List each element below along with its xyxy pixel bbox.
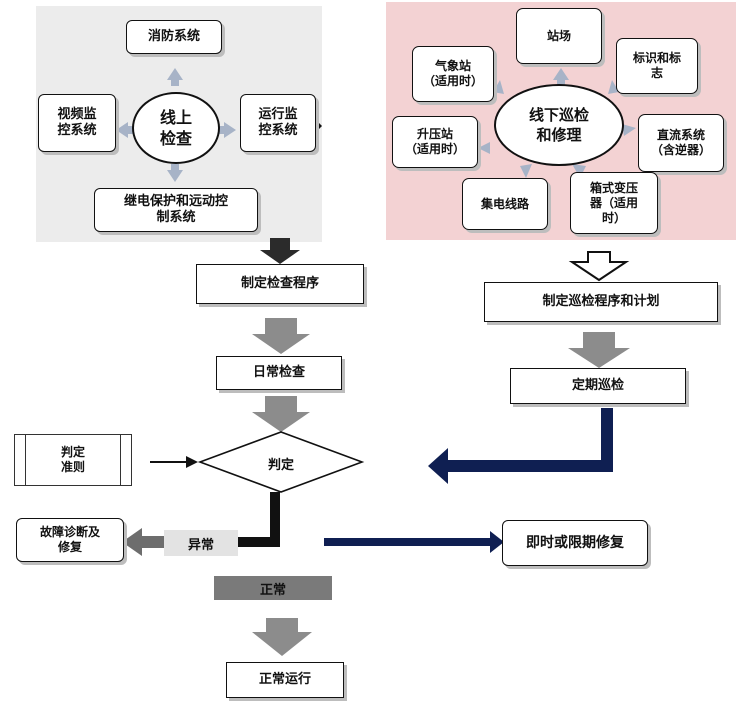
arrow-down-to-relay [167,164,183,182]
make-patrol-plan-box: 制定巡检程序和计划 [484,282,718,322]
arrow-normal-to-operation [252,618,312,656]
abnormal-label: 异常 [164,530,238,556]
boost-station-box: 升压站 （适用时） [392,116,478,168]
video-monitoring-box: 视频监 控系统 [38,94,116,152]
judge-diamond [197,431,365,493]
arrow-left-to-video [116,122,134,138]
arrow-to-boost [478,142,490,154]
ops-monitoring-box: 运行监 控系统 [240,94,316,152]
weather-station-box: 气象站 （适用时） [412,46,494,102]
arrow-to-site [553,68,569,86]
arrow-criteria-head [186,456,198,468]
panel-edge-arrow [316,120,322,132]
arrow-online-to-procedure [260,238,300,264]
box-transformer-box: 箱式变压 器（适用 时） [570,172,658,234]
arrow-up-to-fire [167,68,183,86]
arrow-periodic-to-judge [428,408,613,484]
site-box: 站场 [516,8,602,64]
fire-system-box: 消防系统 [126,20,222,54]
arrow-to-timely-repair [324,531,504,553]
periodic-patrol-box: 定期巡检 [510,368,686,404]
relay-protection-box: 继电保护和远动控 制系统 [94,188,258,232]
collector-line-box: 集电线路 [462,178,548,230]
make-check-procedure-box: 制定检查程序 [196,264,364,304]
criteria-box: 判定 准则 [14,434,132,486]
signs-box: 标识和标 志 [616,38,698,94]
arrow-to-fault-repair [122,528,164,556]
arrow-right-to-ops [218,122,236,138]
arrow-to-box-transformer [572,164,586,178]
online-inspection-circle: 线上 检查 [132,92,220,164]
fault-repair-box: 故障诊断及 修复 [16,518,124,562]
daily-check-box: 日常检查 [216,356,342,390]
timely-repair-box: 即时或限期修复 [502,520,648,566]
normal-operation-box: 正常运行 [226,662,344,698]
arrow-to-weather [493,80,504,94]
arrow-daily-to-judge [252,396,310,432]
arrow-to-collector [520,164,532,178]
dc-system-box: 直流系统 （含逆器） [638,114,724,172]
normal-label: 正常 [214,576,332,600]
arrow-offline-to-plan [568,251,630,282]
arrow-to-dc [622,124,636,136]
offline-inspection-circle: 线下巡检 和修理 [494,84,624,166]
arrow-procedure-to-daily [252,318,310,354]
judge-label: 判定 [267,458,294,473]
abnormal-connector [238,492,280,547]
arrow-plan-to-periodic [568,332,630,368]
